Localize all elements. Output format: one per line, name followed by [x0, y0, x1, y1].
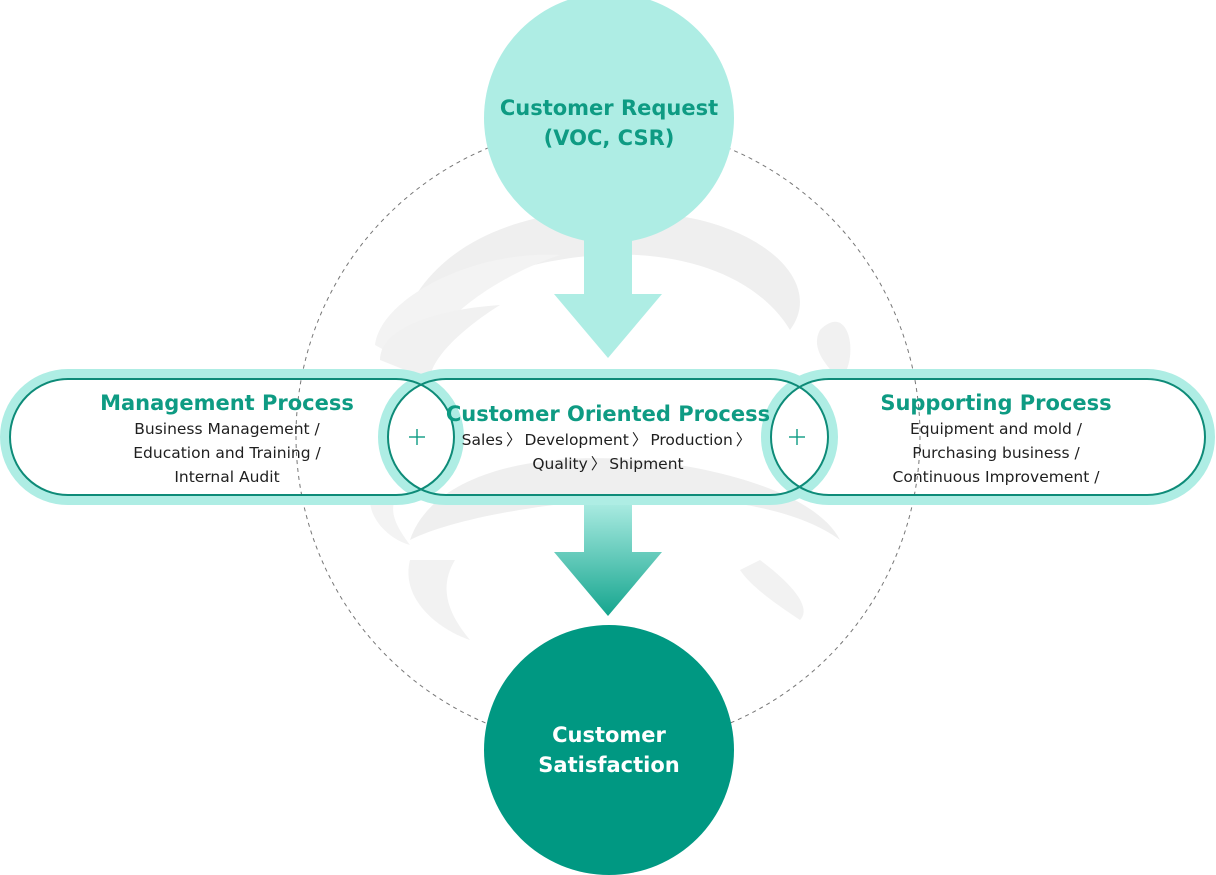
pill-outer-rings	[0, 369, 1215, 505]
customer-request-circle	[484, 0, 734, 243]
plus-connectors	[409, 429, 805, 445]
supporting-pill-outer	[761, 369, 1215, 505]
plus-icon-left	[409, 429, 425, 445]
plus-icon-right	[789, 429, 805, 445]
pill-inner-rings	[9, 378, 1206, 496]
management-pill-outer	[0, 369, 464, 505]
management-pill-inner	[9, 378, 455, 496]
customer-oriented-pill-outer	[378, 369, 838, 505]
customer-satisfaction-circle	[484, 625, 734, 875]
arrow-down-top	[554, 240, 662, 358]
customer-oriented-pill-inner	[387, 378, 829, 496]
swirl-watermark	[370, 210, 851, 640]
arrow-down-bottom	[554, 500, 662, 616]
supporting-pill-inner	[770, 378, 1206, 496]
